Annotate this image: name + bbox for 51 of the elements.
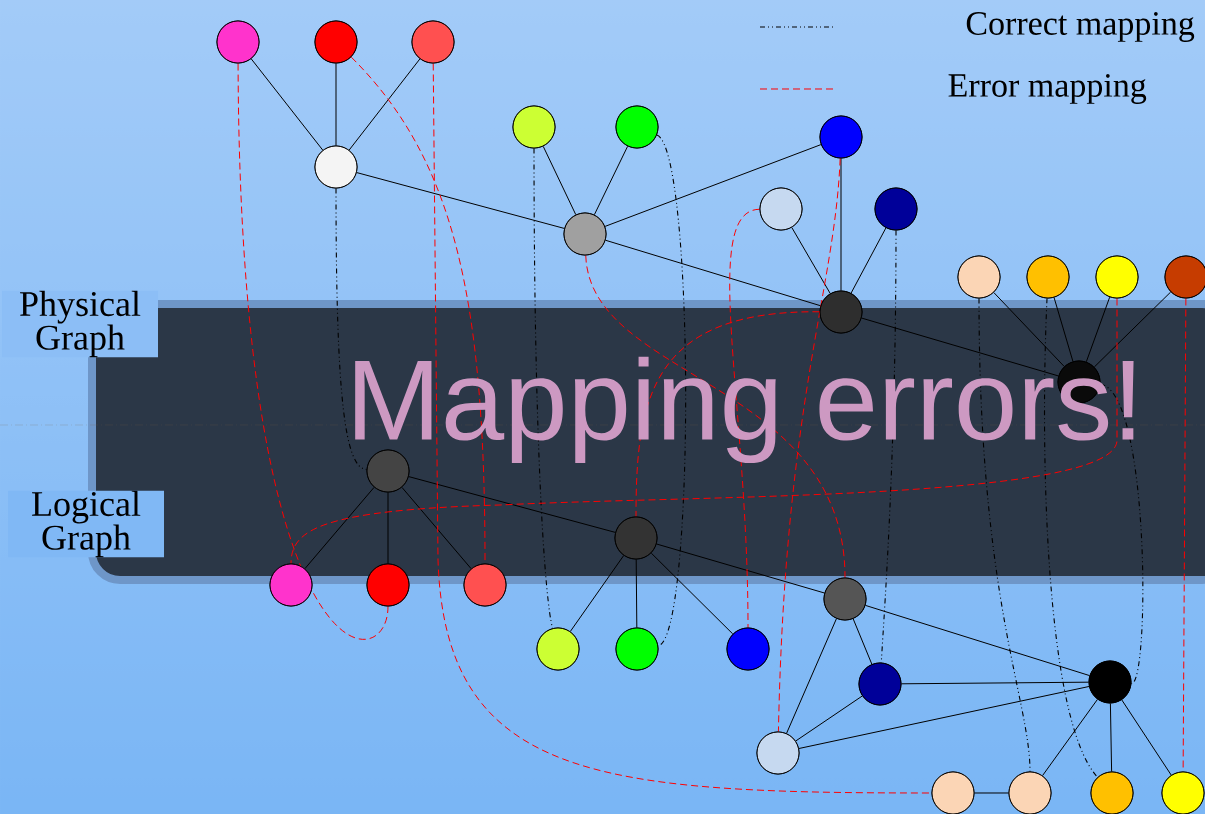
edge-line xyxy=(650,552,734,635)
edge-line xyxy=(850,227,887,294)
edge-line xyxy=(250,58,324,151)
edge-line xyxy=(635,559,638,628)
mapping-line xyxy=(533,147,554,629)
edge-line xyxy=(593,145,629,216)
edge-line xyxy=(865,604,1090,677)
edge-line xyxy=(569,555,625,632)
edge-line xyxy=(335,63,337,146)
edge-line xyxy=(656,543,825,594)
mapping-line xyxy=(880,229,897,664)
side-label: Logical Graph xyxy=(8,490,164,558)
edge-line xyxy=(542,145,577,216)
edge-line xyxy=(387,492,389,564)
edge-line xyxy=(1085,296,1111,363)
edge-line xyxy=(408,476,616,533)
mapping-line xyxy=(777,158,841,732)
edge-line xyxy=(840,158,842,291)
edge-line xyxy=(901,681,1089,685)
mapping-line xyxy=(335,187,368,471)
mapping-line xyxy=(350,56,486,564)
edge-line xyxy=(993,292,1065,367)
mapping-line xyxy=(1099,383,1144,685)
mapping-line xyxy=(432,63,932,794)
edge-line xyxy=(604,144,822,227)
mapping-line xyxy=(585,255,846,578)
mapping-line xyxy=(1044,297,1098,778)
edge-line xyxy=(348,58,421,151)
edge-line xyxy=(974,792,1009,794)
edge-line xyxy=(786,618,837,734)
edge-line xyxy=(605,239,821,307)
mapping-line xyxy=(978,297,1031,773)
mapping-line xyxy=(656,134,687,647)
edge-line xyxy=(798,686,1090,749)
edge-line xyxy=(861,317,1059,377)
edge-line xyxy=(852,618,873,665)
edge-line xyxy=(1093,291,1172,368)
mapping-line xyxy=(729,208,760,628)
edge-line xyxy=(401,486,472,570)
edge-line xyxy=(1121,699,1172,776)
edge-line xyxy=(1109,703,1113,772)
legend-label: Correct mapping xyxy=(966,12,1195,42)
edge-line xyxy=(791,227,831,294)
edge-line xyxy=(1042,698,1098,777)
edge-line xyxy=(795,695,863,742)
edge-line xyxy=(304,486,375,570)
legend-label: Error mapping xyxy=(948,74,1147,104)
edge-line xyxy=(356,172,565,229)
mapping-line xyxy=(237,63,389,640)
edge-line xyxy=(1053,297,1074,362)
side-label: Physical Graph xyxy=(2,290,158,358)
